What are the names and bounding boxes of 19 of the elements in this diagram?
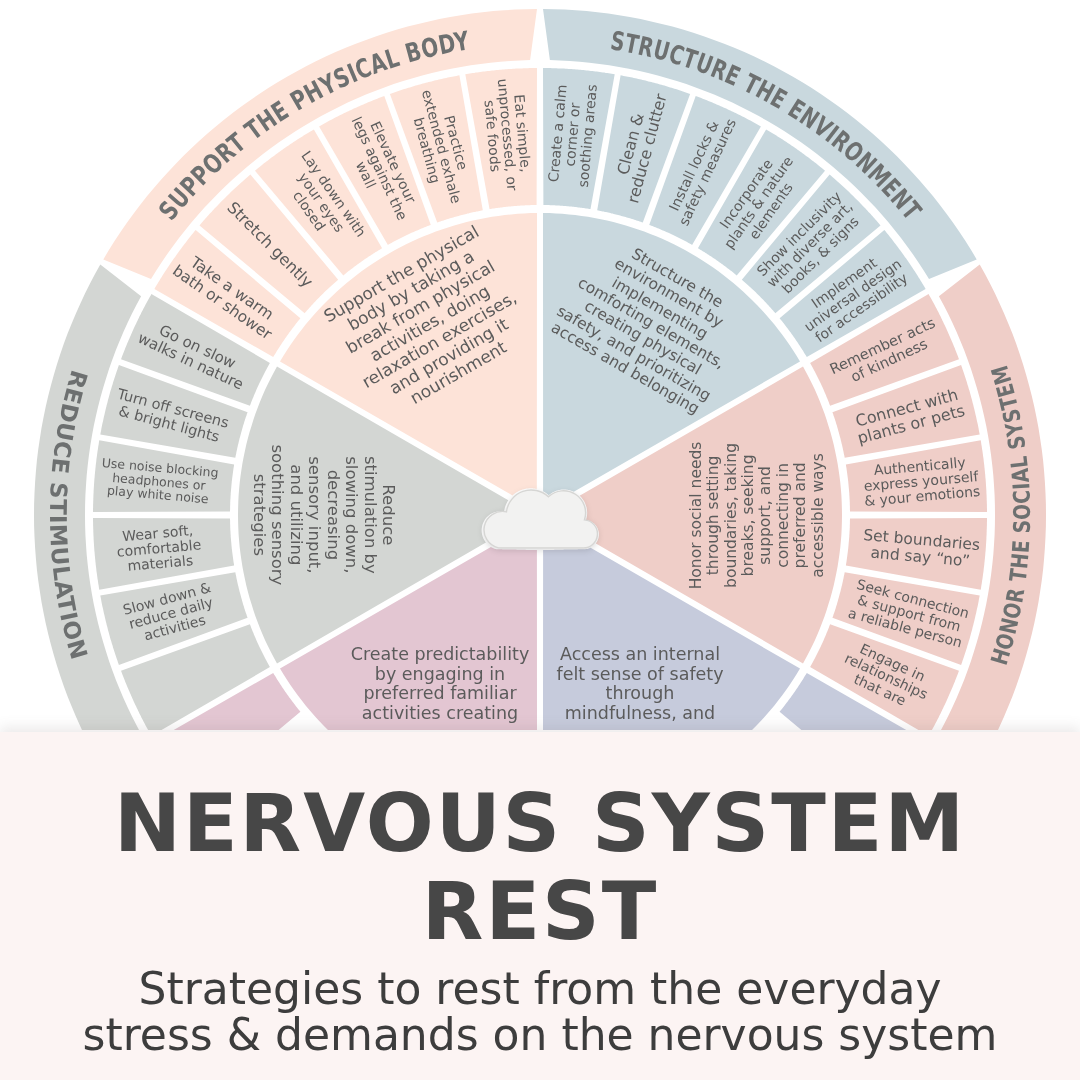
strategy-segment xyxy=(93,440,235,512)
strategy-segment xyxy=(465,68,537,210)
strategy-text: Wear soft, comfortable materials xyxy=(115,520,204,576)
subtitle: Strategies to rest from the everyday stress & demands on the nervous system xyxy=(81,966,999,1058)
strategy-text: Authentically express yourself & your emotions xyxy=(861,454,982,510)
strategy-text: Clean & reduce clutter xyxy=(613,91,671,205)
strategy-text: Turn off screens & bright lights xyxy=(114,385,231,447)
strategy-text: Set boundaries and say “no” xyxy=(861,526,981,571)
strategy-text: Create a calm corner or soothing areas xyxy=(545,82,601,191)
strategy-text: Slow down & reduce daily activities xyxy=(120,578,216,646)
sector-description: Access an internal felt sense of safety through mindfulness, and xyxy=(555,645,725,724)
sector-description: Create predictability by engaging in preferred familiar activities creating xyxy=(349,645,531,724)
strategy-text: Connect with plants or pets xyxy=(852,383,968,448)
sector-description: Reduce stimulation by slowing down, decreasing sensory input, and utilizing soothing sensory strategies xyxy=(249,443,397,588)
blank-segment xyxy=(173,672,301,730)
poster-title: NERVOUS SYSTEM REST xyxy=(112,780,968,956)
strategy-text: Use noise blocking headphones or play white noise xyxy=(100,456,220,507)
strategy-text: Eat simple, unprocessed, or safe foods xyxy=(480,76,535,194)
sector-description: Honor social needs through setting boundaries, taking breaks, seeking support, and connecting in preferred and accessible ways xyxy=(687,440,827,590)
